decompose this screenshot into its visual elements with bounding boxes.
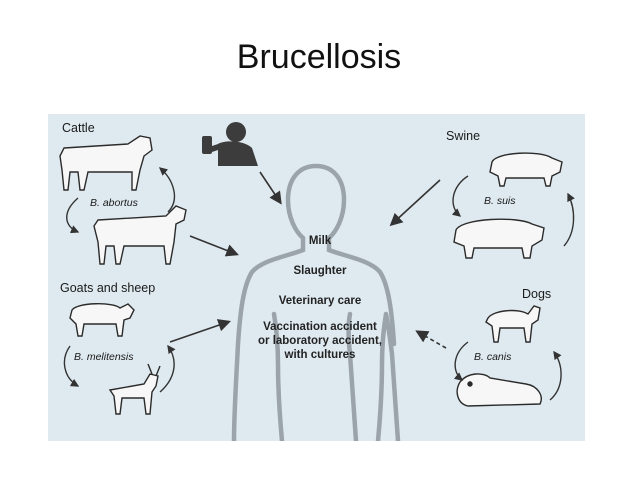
dog-lying-icon <box>456 373 542 407</box>
cattle-species-label: B. abortus <box>90 197 139 209</box>
sheep-icon <box>69 303 135 337</box>
cattle-cycle-arrow-left <box>66 197 80 234</box>
route-milk: Milk <box>309 235 332 247</box>
human-body-outline <box>231 163 401 441</box>
slide-title: Brucellosis <box>236 38 402 76</box>
swine-species-label: B. suis <box>484 195 516 207</box>
goats-cycle-arrow-right <box>159 344 176 393</box>
pig-lower-icon <box>453 218 545 259</box>
goats-sheep-label: Goats and sheep <box>60 281 155 295</box>
dogs-label: Dogs <box>522 287 551 301</box>
arrow-drinking-to-human <box>259 171 282 205</box>
cow-upper-icon <box>59 135 153 191</box>
route-vaccination-line1: Vaccination accident <box>263 321 377 333</box>
dogs-cycle-arrow-right <box>549 350 562 401</box>
route-veterinary-care: Veterinary care <box>279 295 361 307</box>
dog-standing-icon <box>485 305 541 343</box>
arrow-dogs-to-human <box>415 330 447 349</box>
route-slaughter: Slaughter <box>293 265 347 277</box>
arrow-goats-to-human <box>169 319 232 343</box>
diagram-canvas: Cattle B. abortus Goats and sheep B. mel… <box>59 121 575 441</box>
cattle-label: Cattle <box>62 121 95 135</box>
dogs-cycle-arrow-left <box>453 341 469 381</box>
dogs-species-label: B. canis <box>474 351 512 363</box>
arrow-swine-to-human <box>389 179 441 227</box>
route-vaccination-line3: with cultures <box>284 349 356 361</box>
arrow-cattle-to-human <box>189 235 239 257</box>
diagram-panel: Cattle B. abortus Goats and sheep B. mel… <box>48 114 585 441</box>
cow-lower-icon <box>93 205 187 265</box>
person-drinking-icon <box>202 122 258 166</box>
swine-cycle-arrow-right <box>563 192 575 247</box>
goat-icon <box>108 363 161 415</box>
goats-sheep-species-label: B. melitensis <box>74 351 134 363</box>
route-vaccination-line2: or laboratory accident, <box>258 335 382 347</box>
goats-cycle-arrow-left <box>63 345 80 387</box>
pig-upper-icon <box>489 152 563 187</box>
cattle-cycle-arrow-right <box>158 167 176 213</box>
swine-label: Swine <box>446 129 480 143</box>
swine-cycle-arrow-left <box>451 175 469 217</box>
